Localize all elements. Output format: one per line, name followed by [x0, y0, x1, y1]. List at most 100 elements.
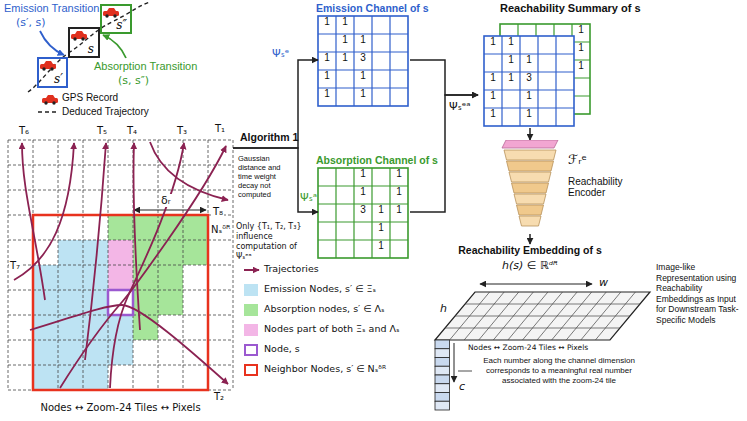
car-wheel [81, 37, 84, 40]
car-wheel [42, 67, 45, 70]
delta-arrow [134, 209, 206, 210]
grid-number: 1 [484, 72, 502, 90]
grid-number: 1 [354, 186, 372, 204]
emission-cell [83, 365, 108, 390]
reachability-encoder: ℱᵣᵉReachability Encoder [500, 140, 650, 234]
grid-number: 1 [484, 90, 502, 108]
step-label: Algorithm 1 [240, 131, 298, 143]
grid-number: 1 [354, 70, 372, 88]
dimension-label: c [459, 380, 465, 393]
grid-number: 1 [520, 54, 538, 72]
encoder-shape [500, 140, 560, 234]
absorption-grid-line [371, 168, 372, 258]
tile-grid-line [8, 340, 233, 341]
tensor-grid-line [465, 304, 640, 305]
car-roof [107, 8, 116, 11]
deduced-trajectory [28, 2, 150, 92]
trajectory [110, 143, 184, 388]
car-roof [75, 31, 84, 34]
connector [410, 95, 478, 212]
trajectory-label: T₁ [214, 123, 226, 135]
transition-label: (s′, s) [16, 16, 46, 29]
embedding-title: Reachability Embedding of s [442, 244, 618, 256]
car-body [103, 11, 119, 16]
reachability-summary: Reachability Summary of s [478, 2, 658, 128]
embedding-formula: h(s) ∈ ℝᵈᴿ [442, 259, 618, 272]
caption: Each number along the channel dimension … [474, 356, 644, 386]
emission-grid [318, 16, 408, 106]
trajectory-label: T₃ [176, 125, 188, 137]
absorption-cell [158, 265, 183, 290]
node-letter: s′ [54, 72, 63, 86]
trajectory [30, 305, 228, 384]
grid-number: 1 [520, 108, 538, 126]
grid-number: 1 [572, 24, 590, 42]
grid-number: 1 [484, 108, 502, 126]
grid-number: 1 [354, 168, 372, 186]
grid-number: 1 [336, 16, 354, 34]
tile-grid-line [8, 165, 233, 166]
grid-number: 1 [390, 204, 408, 222]
legend-text: Emission Nodes, s′ ∈ Ξₛ [264, 283, 376, 294]
tile-box: s [68, 27, 100, 58]
absorption-grid-line [318, 221, 408, 222]
encoder-symbol: ℱᵣᵉ [568, 152, 587, 167]
absorption-cell [183, 215, 208, 240]
legend-text: Absorption nodes, s′ ∈ Λₛ [264, 303, 385, 314]
connector [410, 60, 478, 95]
emission-grid-line [371, 16, 372, 106]
tile-box: s″ [100, 4, 132, 34]
leader-line [458, 371, 472, 372]
channel-column-cell [435, 366, 450, 375]
legend-swatch [244, 324, 258, 336]
trajectory-label: T₆ [18, 125, 30, 137]
grid-number: 1 [318, 70, 336, 88]
summary-emission-grid-line [555, 36, 556, 126]
tile-grid-line [8, 140, 233, 141]
grid-number: 3 [354, 52, 372, 70]
emission-cell [58, 340, 83, 365]
encoder-layer [507, 161, 554, 171]
channel-title: Absorption Channel of s [316, 154, 438, 166]
caption: Nodes ↔ Zoom-24 Tiles ↔ Pixels [468, 343, 588, 352]
channel-column-cell [435, 375, 450, 384]
summary-emission-grid [484, 36, 574, 126]
connector [233, 148, 318, 212]
note: Gaussian distance and time weight decay … [238, 154, 294, 199]
channel-arrow [454, 343, 455, 382]
transition-label: Absorption Transition [94, 60, 197, 72]
car-wheel [113, 14, 116, 17]
summary-emission-grid-line [519, 36, 520, 126]
tile-grid-line [8, 240, 233, 241]
encoder-title: Reachability Encoder [568, 176, 648, 198]
absorption-cell [108, 215, 133, 240]
absorption-cell [158, 240, 183, 265]
grid-number: 3 [354, 204, 372, 222]
trajectory [150, 142, 228, 200]
absorption-cell [183, 240, 208, 265]
car-body [71, 34, 87, 39]
absorption-grid-line [318, 239, 408, 240]
caption: Image-like Representation using Reachabi… [656, 262, 744, 325]
legend-outline-swatch [244, 364, 258, 376]
car-roof [44, 61, 53, 64]
grid-number: 1 [572, 60, 590, 78]
absorption-transition-arrow [103, 35, 126, 58]
summary-emission-grid-line [537, 36, 538, 126]
grid-number: 1 [502, 72, 520, 90]
emission-cell [33, 290, 58, 315]
grid-number: 1 [336, 52, 354, 70]
car-body [40, 64, 56, 69]
summary-title: Reachability Summary of s [500, 2, 641, 14]
dimension-label: δᵣ [160, 194, 172, 207]
car-wheel [105, 14, 108, 17]
grid-number: 1 [354, 88, 372, 106]
grid-number: 1 [502, 36, 520, 54]
car-roof [46, 95, 55, 98]
legend-text: Node, s [264, 343, 300, 354]
trajectory [133, 143, 140, 330]
channel-column-cell [435, 401, 450, 410]
edge-label: Ψₛᵃ [300, 191, 317, 204]
channel-title: Emission Channel of s [316, 2, 429, 14]
encoder-layer [519, 216, 541, 226]
